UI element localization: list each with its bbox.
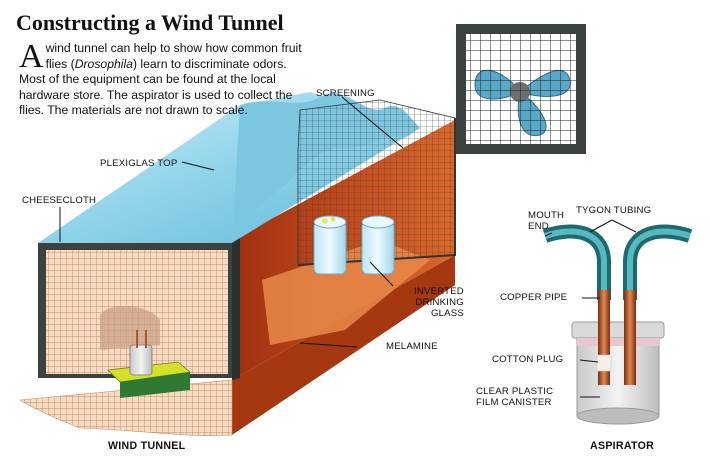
label-plexiglas-top: PLEXIGLAS TOP bbox=[100, 158, 178, 169]
label-copper-pipe: COPPER PIPE bbox=[500, 292, 568, 303]
page-title: Constructing a Wind Tunnel bbox=[16, 10, 284, 35]
label-tygon-tubing: TYGON TUBING bbox=[576, 205, 652, 216]
caption-wind-tunnel: WIND TUNNEL bbox=[108, 440, 186, 452]
drinking-glass-icon bbox=[313, 215, 395, 275]
intro-dropcap: A bbox=[19, 38, 44, 75]
film-canister-icon bbox=[576, 333, 660, 417]
intro-italic: Drosophila bbox=[74, 56, 133, 71]
caption-aspirator: ASPIRATOR bbox=[590, 440, 655, 452]
fan-icon bbox=[456, 24, 586, 154]
label-film-canister: CLEAR PLASTIC FILM CANISTER bbox=[476, 386, 554, 408]
label-melamine: MELAMINE bbox=[386, 341, 438, 352]
cheesecloth-drape bbox=[19, 379, 233, 436]
label-cheesecloth: CHEESECLOTH bbox=[22, 195, 97, 206]
label-screening: SCREENING bbox=[316, 88, 375, 99]
tunnel-bottom-wall bbox=[232, 255, 455, 435]
label-mouth-end: MOUTH END bbox=[528, 210, 565, 232]
intro-text-2: ) learn to discriminate odors. Most of t… bbox=[19, 56, 293, 118]
label-inverted-drinking-glass: INVERTED DRINKING GLASS bbox=[414, 286, 464, 319]
label-cotton-plug: COTTON PLUG bbox=[492, 354, 564, 365]
intro-text-1: wind tunnel can help to show how common … bbox=[45, 41, 302, 71]
aspirator-illustration bbox=[542, 224, 693, 425]
